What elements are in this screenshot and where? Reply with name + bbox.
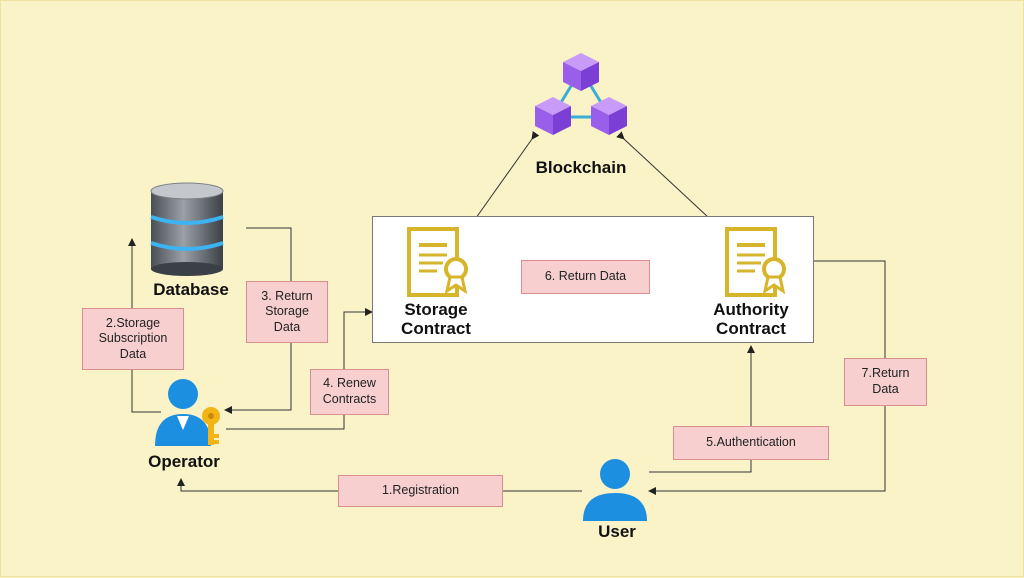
operator-person-key-icon [155, 379, 220, 446]
database-label: Database [153, 280, 229, 299]
step-return-data-7: 7.Return Data [844, 358, 927, 406]
step-renew-contracts-line1: 4. Renew [323, 376, 376, 391]
step-storage-subscription-line3: Data [119, 346, 147, 361]
operator-label: Operator [148, 452, 220, 471]
blockchain-storage-connector [470, 130, 540, 226]
storage-contract-label: Storage Contract [381, 300, 491, 338]
step-return-storage-line2: Storage [265, 304, 309, 319]
storage-subscription-connector [128, 238, 161, 413]
user-label: User [598, 522, 636, 541]
user-person-icon [583, 459, 647, 521]
step-return-storage-line3: Data [273, 319, 301, 334]
step-storage-subscription: 2.Storage Subscription Data [82, 308, 184, 370]
step-storage-subscription-line2: Subscription [98, 331, 168, 346]
step-storage-subscription-line1: 2.Storage [105, 315, 161, 330]
blockchain-label: Blockchain [535, 158, 627, 177]
step-authentication: 5.Authentication [673, 426, 829, 460]
step-renew-contracts-line2: Contracts [322, 392, 377, 406]
step-renew-contracts: 4. Renew Contracts [310, 369, 389, 415]
storage-contract-label-line2: Contract [401, 318, 471, 338]
step-return-storage: 3. Return Storage Data [246, 281, 328, 343]
step-return-data-7-line1: 7.Return [861, 366, 910, 381]
authority-contract-label-line1: Authority [713, 300, 789, 319]
step-return-storage-line1: 3. Return [261, 288, 313, 303]
authority-contract-label-line2: Contract [716, 318, 786, 338]
authentication-connector [649, 345, 755, 473]
step-return-data-7-line2: Data [872, 382, 899, 396]
authority-contract-document-icon [725, 227, 786, 297]
storage-contract-document-icon [407, 227, 468, 297]
blockchain-authority-connector [616, 131, 724, 232]
step-registration: 1.Registration [338, 475, 503, 507]
database-icon [150, 182, 224, 276]
blockchain-cubes-icon [535, 53, 627, 135]
step-return-data-6: 6. Return Data [521, 260, 650, 294]
storage-contract-label-line1: Storage [404, 300, 468, 319]
authority-contract-label: Authority Contract [691, 300, 811, 338]
